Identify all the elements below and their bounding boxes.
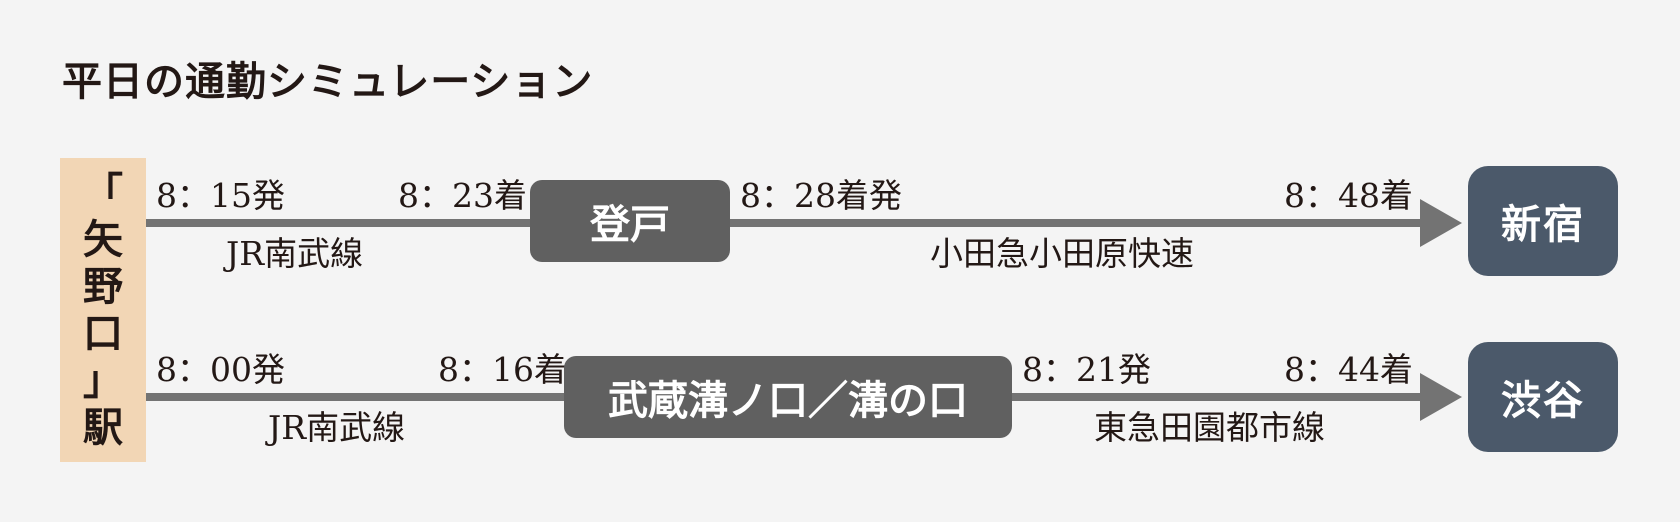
arrow-head (1420, 199, 1462, 247)
origin-char: 駅 (83, 404, 123, 451)
first-arrival-time: 8：23着 (398, 176, 527, 215)
departure-time: 8：15発 (156, 176, 285, 215)
final-arrival-time: 8：44着 (1284, 350, 1413, 389)
destination-label: 新宿 (1501, 201, 1585, 248)
destination-label: 渋谷 (1501, 377, 1585, 424)
transfer-station: 登戸 (530, 180, 730, 262)
second-line-name: 小田急小田原快速 (930, 234, 1194, 273)
departure-time: 8：00発 (156, 350, 285, 389)
destination-station: 新宿 (1468, 166, 1618, 276)
page-title: 平日の通勤シミュレーション (62, 58, 594, 105)
origin-char: 矢 (83, 216, 123, 263)
transfer-time: 8：21発 (1022, 350, 1151, 389)
first-line-name: JR南武線 (226, 234, 364, 273)
destination-station: 渋谷 (1468, 342, 1618, 452)
origin-char: 「 (83, 169, 123, 216)
origin-char: 」 (83, 357, 123, 404)
transfer-station-label: 登戸 (590, 201, 670, 248)
first-arrival-time: 8：16着 (438, 350, 567, 389)
arrow-head (1420, 373, 1462, 421)
origin-char: 野 (83, 263, 123, 310)
transfer-time: 8：28着発 (740, 176, 902, 215)
final-arrival-time: 8：48着 (1284, 176, 1413, 215)
second-line-name: 東急田園都市線 (1094, 408, 1325, 447)
transfer-station: 武蔵溝ノ口／溝の口 (564, 356, 1012, 438)
origin-char: 口 (83, 310, 123, 357)
route-line (146, 219, 1426, 227)
first-line-name: JR南武線 (268, 408, 406, 447)
origin-station: 「 矢 野 口 」 駅 (60, 158, 146, 462)
transfer-station-label: 武蔵溝ノ口／溝の口 (608, 377, 968, 424)
